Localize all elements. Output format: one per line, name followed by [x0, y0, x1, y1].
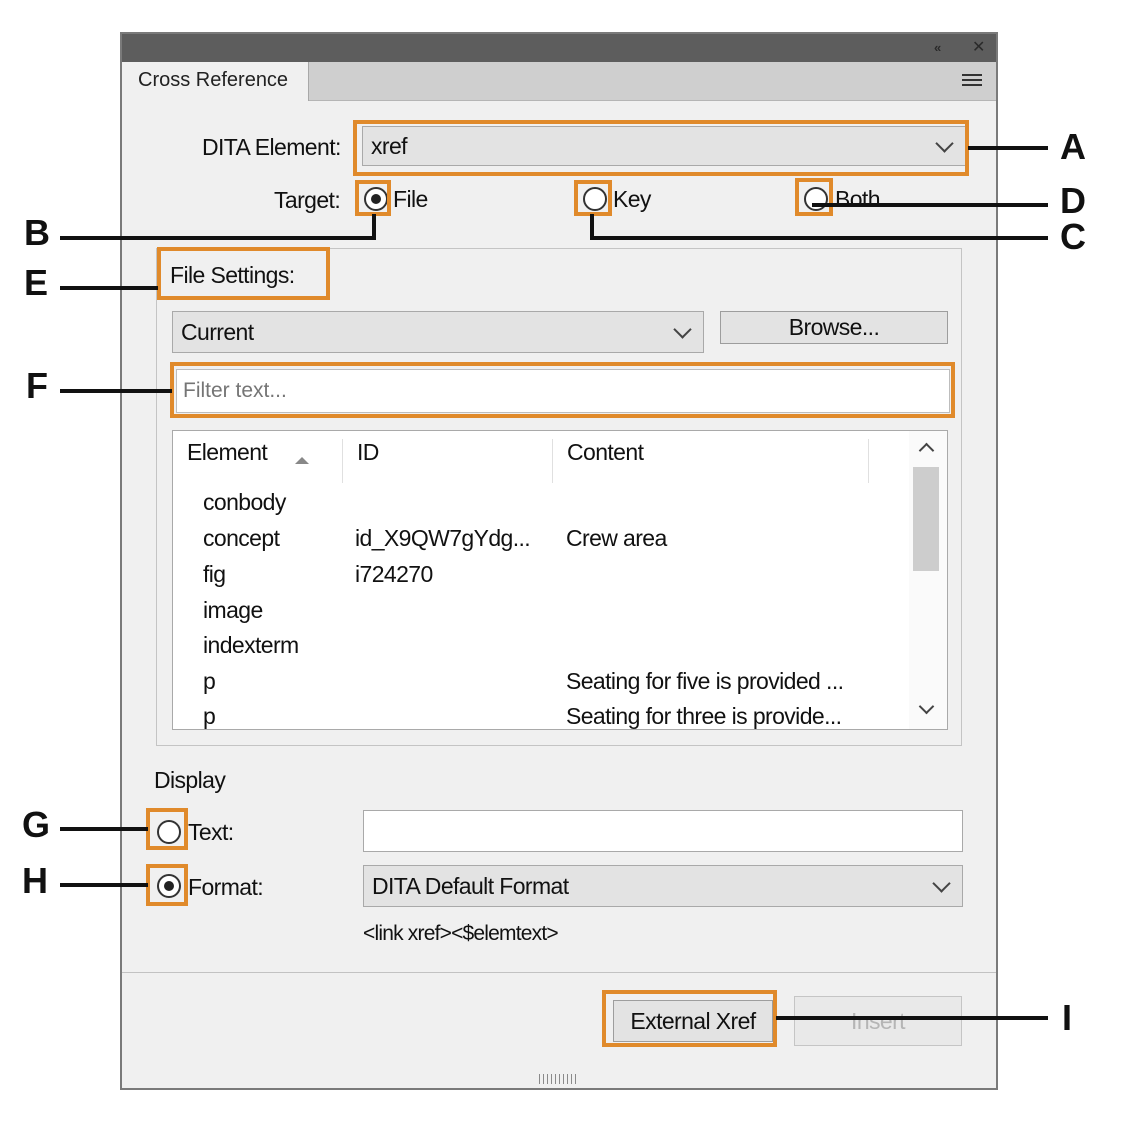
highlight-both-radio	[795, 178, 833, 216]
callout-letter-g: G	[22, 804, 51, 845]
callout-letter-h: H	[22, 860, 48, 901]
callout-line-e	[60, 286, 158, 290]
callout-line-g	[60, 827, 148, 831]
file-settings-label: File Settings:	[170, 262, 299, 289]
display-format-label: Format:	[188, 874, 264, 900]
target-file-label: File	[393, 186, 428, 212]
cross-reference-panel: « ✕ Cross Reference DITA Element: xref T…	[120, 32, 998, 1090]
filter-input[interactable]	[176, 369, 950, 413]
scroll-up-icon[interactable]	[918, 442, 935, 459]
callout-line-d	[812, 203, 1048, 207]
callout-letter-b: B	[24, 212, 50, 253]
highlight-dita-element	[353, 120, 969, 176]
callout-letter-a: A	[1060, 126, 1086, 167]
target-both-label: Both	[835, 186, 881, 212]
callout-line-c	[592, 236, 1048, 240]
highlight-key-radio	[574, 180, 612, 216]
highlight-filter-input	[170, 362, 955, 418]
table-row-element[interactable]: conbody	[203, 489, 286, 515]
display-text-label: Text:	[188, 819, 234, 845]
format-select-value: DITA Default Format	[372, 872, 569, 899]
panel-titlebar: « ✕	[122, 34, 996, 62]
highlight-external-xref	[602, 990, 777, 1047]
table-row-element[interactable]: p	[203, 703, 216, 729]
table-row-element[interactable]: p	[203, 668, 216, 694]
tab-cross-reference[interactable]: Cross Reference	[122, 62, 309, 101]
dita-element-value: xref	[371, 132, 408, 159]
callout-letter-c: C	[1060, 216, 1086, 257]
table-row-content: Crew area	[566, 525, 667, 551]
table-row-content: Seating for three is provide...	[566, 703, 842, 729]
table-row-id: i724270	[355, 561, 433, 587]
sort-ascending-icon	[295, 457, 309, 464]
resize-grip-icon[interactable]	[539, 1074, 579, 1084]
table-row-id: id_X9QW7gYdg...	[355, 525, 531, 551]
divider	[122, 972, 996, 973]
callout-letter-f: F	[26, 365, 48, 406]
scrollbar-thumb[interactable]	[913, 467, 939, 571]
external-xref-button[interactable]: External Xref	[613, 1000, 773, 1042]
target-both-radio[interactable]	[804, 187, 828, 211]
browse-button[interactable]: Browse...	[720, 311, 948, 344]
format-preview: <link xref><$elemtext>	[363, 922, 559, 945]
hamburger-menu-icon[interactable]	[962, 74, 982, 88]
target-key-label: Key	[613, 186, 651, 212]
dita-element-label: DITA Element:	[202, 134, 341, 160]
column-header-element[interactable]: Element	[173, 439, 343, 483]
chevron-down-icon	[673, 320, 692, 339]
callout-line-i	[776, 1016, 1048, 1020]
display-format-radio[interactable]	[157, 874, 181, 898]
target-label: Target:	[274, 187, 341, 213]
file-select-value: Current	[181, 318, 254, 345]
column-header-content[interactable]: Content	[553, 439, 869, 483]
file-select[interactable]: Current	[172, 311, 704, 353]
callout-letter-d: D	[1060, 180, 1086, 221]
dita-element-select[interactable]: xref	[362, 126, 966, 166]
callout-letter-i: I	[1062, 997, 1073, 1038]
highlight-text-radio	[146, 808, 188, 850]
target-file-radio[interactable]	[364, 187, 388, 211]
table-row-element[interactable]: fig	[203, 561, 226, 587]
scroll-down-icon[interactable]	[918, 698, 935, 715]
element-list[interactable]: Element ID Content conbody concept id_X9…	[172, 430, 948, 730]
display-text-input[interactable]	[363, 810, 963, 852]
callout-line-h	[60, 883, 148, 887]
callout-line-a	[968, 146, 1048, 150]
highlight-format-radio	[146, 864, 188, 906]
list-scrollbar[interactable]	[909, 431, 947, 729]
table-row-element[interactable]: indexterm	[203, 632, 299, 658]
callout-line-b	[60, 236, 376, 240]
column-header-id[interactable]: ID	[343, 439, 553, 483]
callout-line-b-vertical	[372, 214, 376, 240]
chevron-down-icon	[932, 874, 951, 893]
file-settings-group	[156, 248, 962, 746]
close-icon[interactable]: ✕	[972, 39, 986, 56]
callout-letter-e: E	[24, 262, 49, 303]
table-row-content: Seating for five is provided ...	[566, 668, 844, 694]
target-key-radio[interactable]	[583, 187, 607, 211]
table-row-element[interactable]: image	[203, 597, 263, 623]
insert-button[interactable]: Insert	[794, 996, 962, 1046]
display-label: Display	[154, 767, 226, 793]
table-row-element[interactable]: concept	[203, 525, 280, 551]
highlight-file-settings	[157, 247, 330, 300]
callout-line-c-vertical	[590, 214, 594, 240]
display-text-radio[interactable]	[157, 820, 181, 844]
callout-line-f	[60, 389, 172, 393]
format-select[interactable]: DITA Default Format	[363, 865, 963, 907]
collapse-icon[interactable]: «	[934, 40, 942, 55]
highlight-file-radio	[355, 180, 391, 216]
